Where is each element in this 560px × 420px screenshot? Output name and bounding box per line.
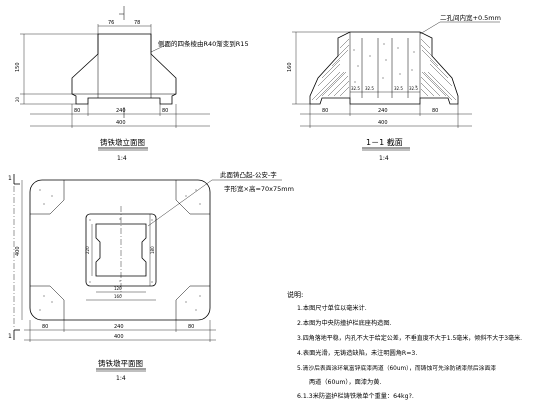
note-3: 3.四角落地平稳，内孔不大于给定公差，不垂直度不大于1.5毫米，倾斜不大于3毫米… [297,334,522,342]
plan-font-note: 字形宽×高=70x75mm [224,184,294,193]
plan-dim-iw1: 120 [114,286,122,291]
front-dim-height: 150 [15,62,21,72]
plan-scale: 1:4 [116,375,126,382]
front-elevation-view: 76 78 150 20 80 240 80 400 侧面的四条棱由R40渐变到… [15,6,249,162]
cut-mark-bottom: 1 [8,333,12,340]
section-label-top: 二孔间内宽+0.5mm [440,13,501,22]
note-4: 4.表面光滑，无铸造缺陷，未注明圆角R=3. [297,349,417,357]
plan-view: 1 1 220 180 12 [8,170,294,382]
section-dim-i3: 32.5 [394,86,403,91]
notes-block: 说明: 1.本图尺寸单位以毫米计. 2.本图为中央防撞护栏底座构造图. 3.四角… [287,290,522,400]
front-dim-bm: 240 [116,108,126,114]
section-dim-total: 400 [378,120,388,126]
plan-dim-ih2: 180 [150,246,155,254]
section-view: 二孔间内宽+0.5mm 160 32.5 32.5 32.5 32.5 80 2… [287,13,501,162]
section-dim-bl: 80 [322,108,328,114]
section-dim-bm: 240 [378,108,388,114]
section-dim-br: 80 [432,108,438,114]
plan-dim-iw2: 160 [114,294,122,299]
section-dim-i4: 32.5 [409,86,418,91]
section-scale: 1:4 [379,155,389,162]
section-dim-i2: 32.5 [365,86,374,91]
section-title: 1－1 截面 [366,137,403,147]
plan-title: 铸铁墩平面图 [98,358,143,368]
plan-dim-ih1: 220 [85,246,90,254]
section-dim-i1: 32.5 [351,86,360,91]
note-5: 5.清沙后表面涂环氧富锌底漆两道（60um），而铸蚀可先涂防锈漆然后涂面漆 [297,364,496,372]
front-dim-bl: 80 [74,108,80,114]
note-5b: 两道（60um），面漆为黄. [309,378,381,386]
front-dim-top-right: 78 [134,20,140,26]
plan-dim-total: 400 [114,334,124,340]
plan-dim-height: 400 [15,246,21,256]
front-dim-top: 76 [108,20,114,26]
note-2: 2.本图为中央防撞护栏底座构造图. [297,319,392,327]
front-title: 铸铁墩立面图 [100,137,145,147]
front-dim-br: 80 [162,108,168,114]
note-1: 1.本图尺寸单位以毫米计. [297,304,367,312]
front-dim-base: 20 [15,96,20,102]
notes-heading: 说明: [287,290,303,299]
front-fillet-note: 侧面的四条棱由R40渐变到R15 [158,39,249,48]
plan-dim-bm: 240 [114,324,124,330]
front-scale: 1:4 [117,155,127,162]
front-dim-total: 400 [116,120,126,126]
cut-mark-top: 1 [8,175,12,182]
plan-dim-bl: 80 [42,324,48,330]
plan-cast-note: 此面铸凸起-公安-字 [220,170,277,179]
section-dim-height: 160 [287,62,293,72]
plan-dim-br: 80 [188,324,194,330]
note-6: 6.1.3米防盗护栏铸铁墩单个重量：64kg?. [297,392,414,400]
